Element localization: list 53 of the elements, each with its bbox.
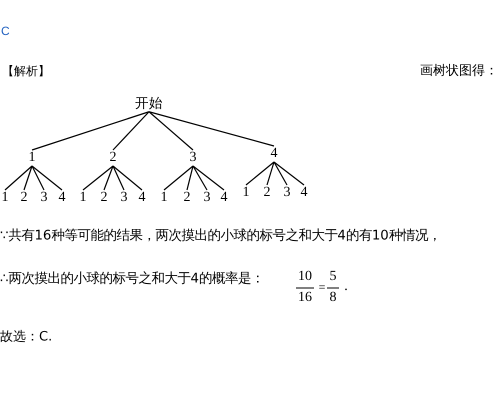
tree-branch-line [148,111,274,147]
tree-branch-line [112,166,125,190]
section-heading: 【解析】 [2,65,50,77]
fraction-denominator: 8 [330,291,336,305]
tree-branch-line [82,166,114,190]
tree-branch-line [112,166,142,190]
tree-branch-line [186,166,194,190]
tree-branch-line [192,166,208,190]
tree-branch-line [266,162,275,186]
tree-branch-line [103,166,114,190]
leaf-label: 1 [80,191,86,205]
leaf-label: 1 [2,191,8,205]
tree-branch-line [32,166,62,190]
fraction-numerator: 10 [298,270,312,284]
leaf-label: 1 [160,191,168,205]
leaf-label: 4 [300,186,308,200]
root-label: 开始 [135,97,163,111]
leaf-label: 3 [204,191,210,205]
equals-sign: = [318,281,326,293]
tree-branch-line [274,162,304,186]
leaf-label: 4 [220,191,228,205]
leaf-label: 2 [20,191,28,205]
tree-branch-line [4,166,32,190]
branch-label: 4 [270,147,278,161]
leaf-label: 3 [120,191,128,205]
leaf-label: 2 [184,191,190,205]
full-stop: . [344,280,348,294]
tree-branch-line [32,111,150,151]
leaf-label: 3 [284,186,290,200]
leaf-label: 1 [242,186,250,200]
tree-branch-line [23,166,33,190]
tree-branch-line [148,111,194,150]
leaf-label: 2 [264,186,270,200]
answer-letter: C [1,25,10,37]
tree-branch-line [31,166,45,190]
branch-label: 3 [190,151,196,165]
tree-branch-line [164,166,194,190]
fraction-denominator: 16 [298,291,312,305]
tree-branch-line [273,162,288,186]
leaf-label: 3 [40,191,48,205]
leaf-label: 4 [58,191,66,205]
sentence: ∵共有16种等可能的结果，两次摸出的小球的标号之和大于4的有10种情况， [0,229,441,243]
instruction-text: 画树状图得： [420,64,498,78]
branch-label: 2 [110,151,116,165]
answer-line: 故选：C. [0,330,52,344]
fraction-numerator: 5 [330,270,336,284]
sentence: ∴两次摸出的小球的标号之和大于4的概率是： [0,272,264,286]
leaf-label: 4 [138,191,146,205]
branch-label: 1 [28,151,36,165]
tree-branch-line [192,166,224,190]
tree-branch-line [246,162,274,186]
leaf-label: 2 [100,191,108,205]
tree-branch-line [112,111,150,150]
